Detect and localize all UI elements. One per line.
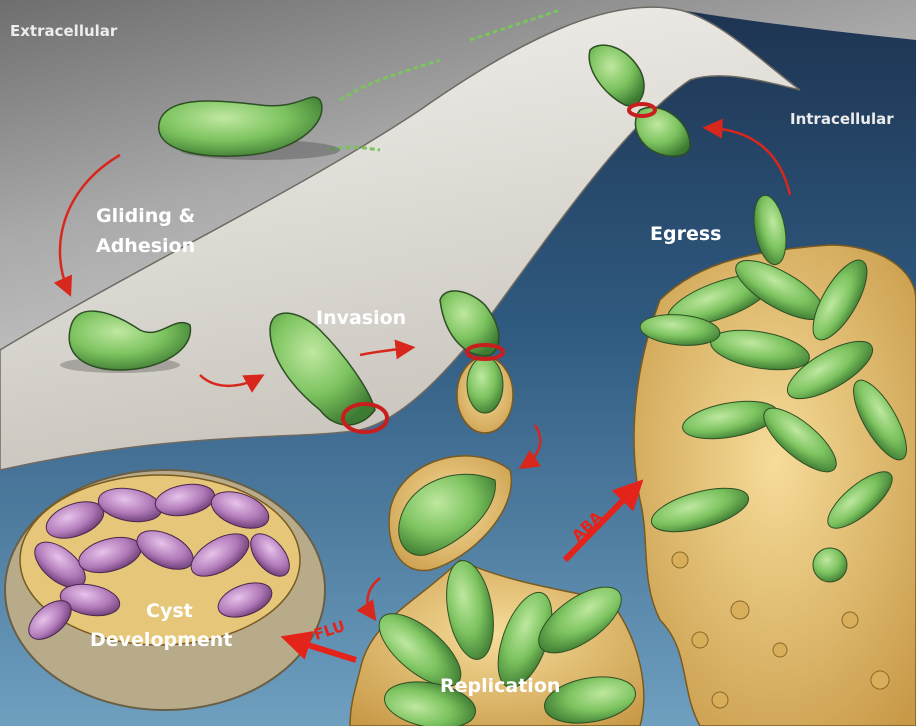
label-egress: Egress [650,223,721,245]
label-cyst-line2: Development [90,629,232,651]
label-replication: Replication [440,675,560,697]
label-extracellular: Extracellular [10,22,118,40]
label-gliding-line1: Gliding & [96,205,195,227]
label-gliding-line2: Adhesion [96,235,195,257]
parasite-emerging [813,548,847,582]
label-cyst-line1: Cyst [146,600,193,622]
label-intracellular: Intracellular [790,110,894,128]
label-invasion: Invasion [316,307,406,329]
parasite-in-vacuole [467,357,503,413]
